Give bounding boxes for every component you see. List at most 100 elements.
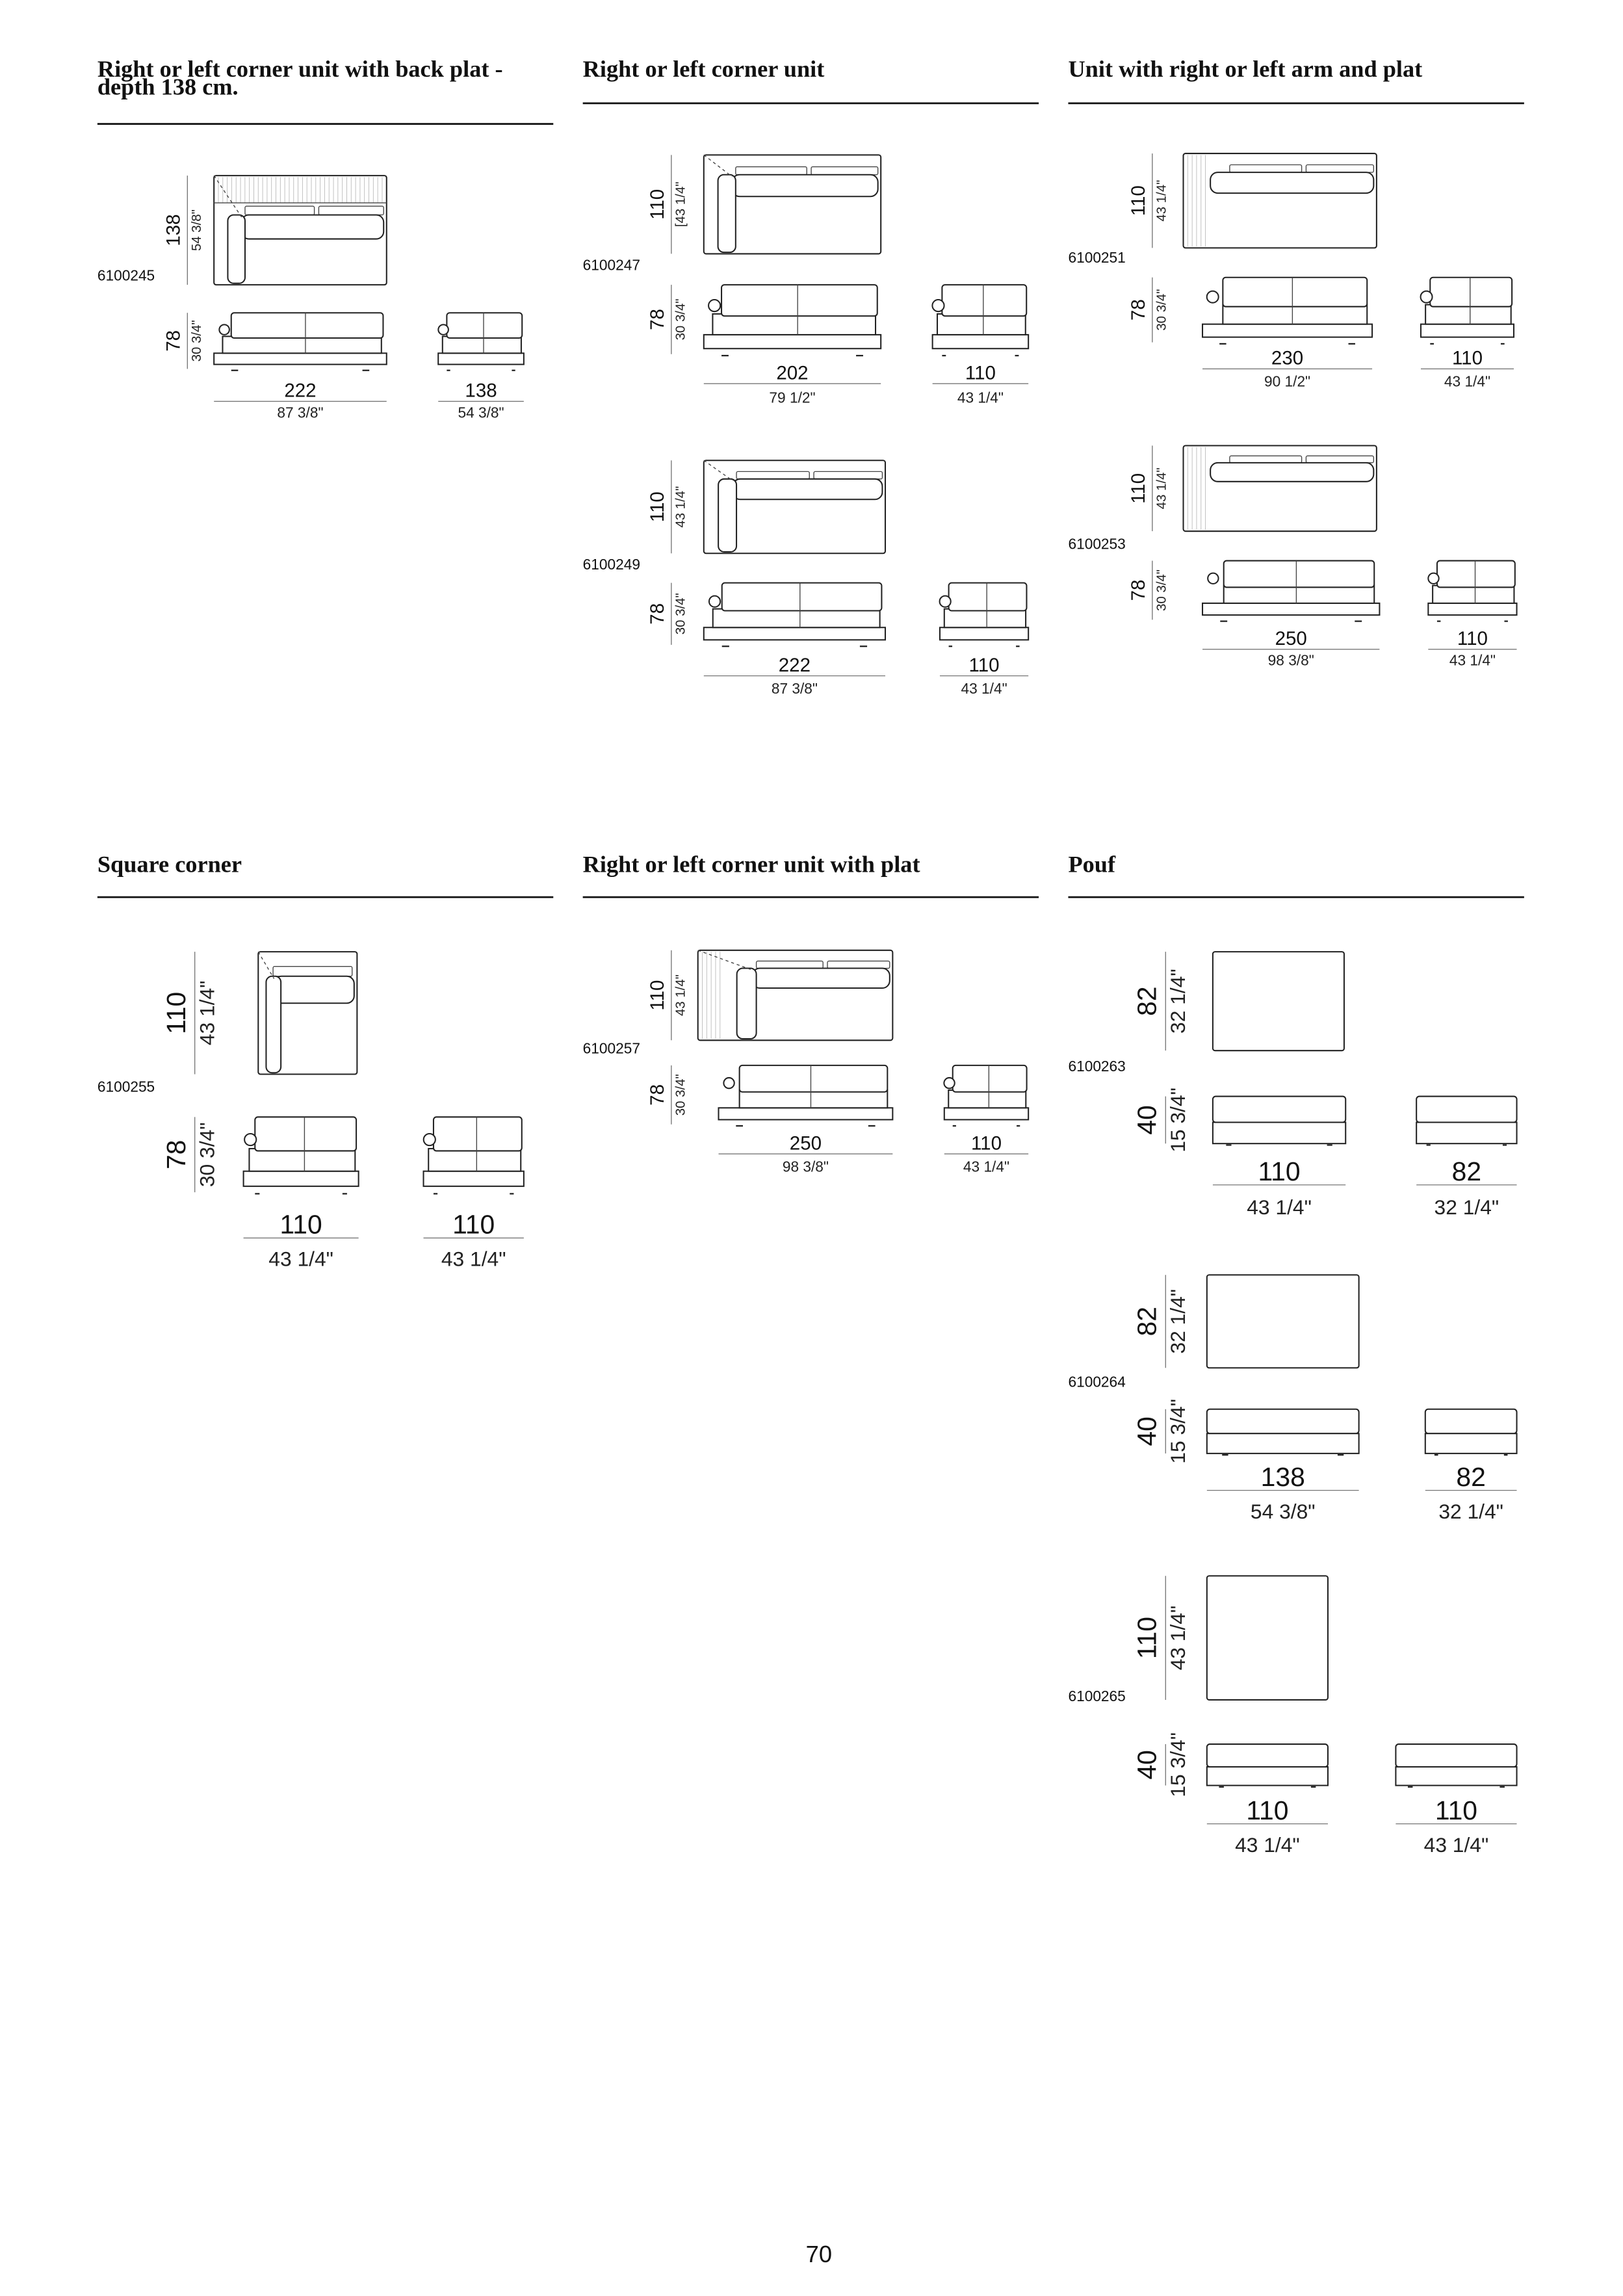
depth-dimension: 110[43 1/4" <box>647 155 688 254</box>
side-depth-dimension-cm: 82 <box>1456 1462 1485 1492</box>
height-dimension-cm: 40 <box>1132 1416 1162 1446</box>
title-line: Right or left corner unit <box>583 56 825 82</box>
plan-view-drawing <box>257 951 358 1075</box>
depth-dimension-cm: 110 <box>1132 1617 1162 1659</box>
section-title: Right or left corner unit with plat <box>583 852 920 878</box>
front-view-drawing <box>703 284 882 357</box>
side-depth-dimension-cm: 110 <box>1435 1795 1477 1825</box>
side-depth-dimension-cm: 110 <box>965 362 996 384</box>
width-dimension-in: 98 3/8" <box>783 1158 829 1175</box>
plan-view-drawing <box>1182 445 1377 532</box>
height-dimension-cm: 78 <box>647 309 668 330</box>
depth-dimension-in: 54 3/8" <box>190 209 204 251</box>
width-dimension-cm: 110 <box>280 1210 322 1240</box>
title-line: Square corner <box>97 852 242 878</box>
side-depth-dimension-in: 54 3/8" <box>458 404 504 421</box>
front-view-drawing <box>1202 276 1373 345</box>
product-code: 6100251 <box>1068 249 1125 266</box>
title-line: Pouf <box>1068 852 1116 878</box>
depth-dimension-in: 32 1/4" <box>1166 1289 1189 1354</box>
height-dimension-cm: 78 <box>161 1140 191 1169</box>
width-dimension-cm: 222 <box>284 380 316 402</box>
title-line: Right or left corner unit with plat <box>583 852 920 878</box>
plan-view-drawing <box>703 460 887 554</box>
front-view-drawing <box>718 1064 894 1127</box>
side-depth-dimension-cm: 110 <box>969 655 1000 676</box>
plat-hatch <box>1187 155 1206 247</box>
side-view-drawing <box>1420 276 1515 345</box>
section: Pouf <box>1068 852 1524 898</box>
width-dimension-in: 87 3/8" <box>772 680 818 697</box>
side-view-drawing <box>437 312 525 371</box>
side-view-drawing <box>1424 1408 1518 1456</box>
plan-view-drawing <box>1206 1575 1329 1701</box>
side-view-drawing <box>1416 1095 1518 1146</box>
section: Right or left corner unit with plat <box>583 852 1039 898</box>
side-depth-dimension-cm: 82 <box>1452 1156 1481 1186</box>
front-view-drawing <box>213 312 387 371</box>
product-code: 6100255 <box>97 1078 155 1095</box>
depth-dimension-cm: 110 <box>647 189 668 220</box>
depth-dimension-cm: 82 <box>1132 1307 1162 1336</box>
width-dimension-cm: 138 <box>1261 1462 1305 1492</box>
depth-dimension-in: 43 1/4" <box>1155 467 1169 509</box>
depth-dimension-in: 43 1/4" <box>196 981 219 1046</box>
product-code: 6100265 <box>1068 1688 1125 1704</box>
height-dimension-cm: 78 <box>162 330 184 352</box>
side-view-drawing <box>939 582 1030 647</box>
front-view-drawing <box>242 1116 359 1195</box>
depth-dimension: 110 43 1/4" <box>647 460 688 554</box>
depth-dimension-cm: 110 <box>647 491 668 522</box>
plan-view-drawing <box>1182 153 1377 249</box>
width-dimension-in: 98 3/8" <box>1268 652 1314 669</box>
width-dimension-in: 43 1/4" <box>1235 1833 1300 1857</box>
front-view-drawing <box>1206 1743 1329 1788</box>
height-dimension-in: 15 3/4" <box>1166 1399 1189 1464</box>
depth-dimension-in: 43 1/4" <box>674 486 688 528</box>
width-dimension-in: 79 1/2" <box>769 389 815 406</box>
height-dimension-cm: 40 <box>1132 1750 1162 1779</box>
section-title: Right or left corner unit with back plat… <box>97 56 503 99</box>
height-dimension-cm: 78 <box>647 1084 668 1106</box>
product-code: 6100249 <box>583 556 640 573</box>
product-code: 6100253 <box>1068 535 1125 552</box>
plat-hatch <box>702 952 721 1039</box>
depth-dimension: 110 43 1/4" <box>1128 153 1169 248</box>
height-dimension-in: 30 3/4" <box>674 298 688 340</box>
side-depth-dimension-in: 32 1/4" <box>1438 1500 1503 1523</box>
height-dimension-in: 15 3/4" <box>1166 1732 1189 1797</box>
depth-dimension-in: 43 1/4" <box>1155 180 1169 222</box>
height-dimension: 78 30 3/4" <box>647 285 688 354</box>
product-code: 6100245 <box>97 267 155 283</box>
width-dimension-in: 90 1/2" <box>1264 373 1310 390</box>
height-dimension-in: 30 3/4" <box>1155 569 1169 611</box>
product-code: 6100264 <box>1068 1374 1125 1390</box>
plan-view-drawing <box>1212 951 1345 1052</box>
height-dimension-cm: 78 <box>1128 299 1149 320</box>
section-title: Pouf <box>1068 852 1116 878</box>
depth-dimension-cm: 110 <box>1128 185 1149 216</box>
side-view-drawing <box>943 1064 1030 1127</box>
product-code: 6100257 <box>583 1040 640 1057</box>
front-view-drawing <box>1206 1408 1360 1456</box>
width-dimension-cm: 202 <box>776 362 808 384</box>
